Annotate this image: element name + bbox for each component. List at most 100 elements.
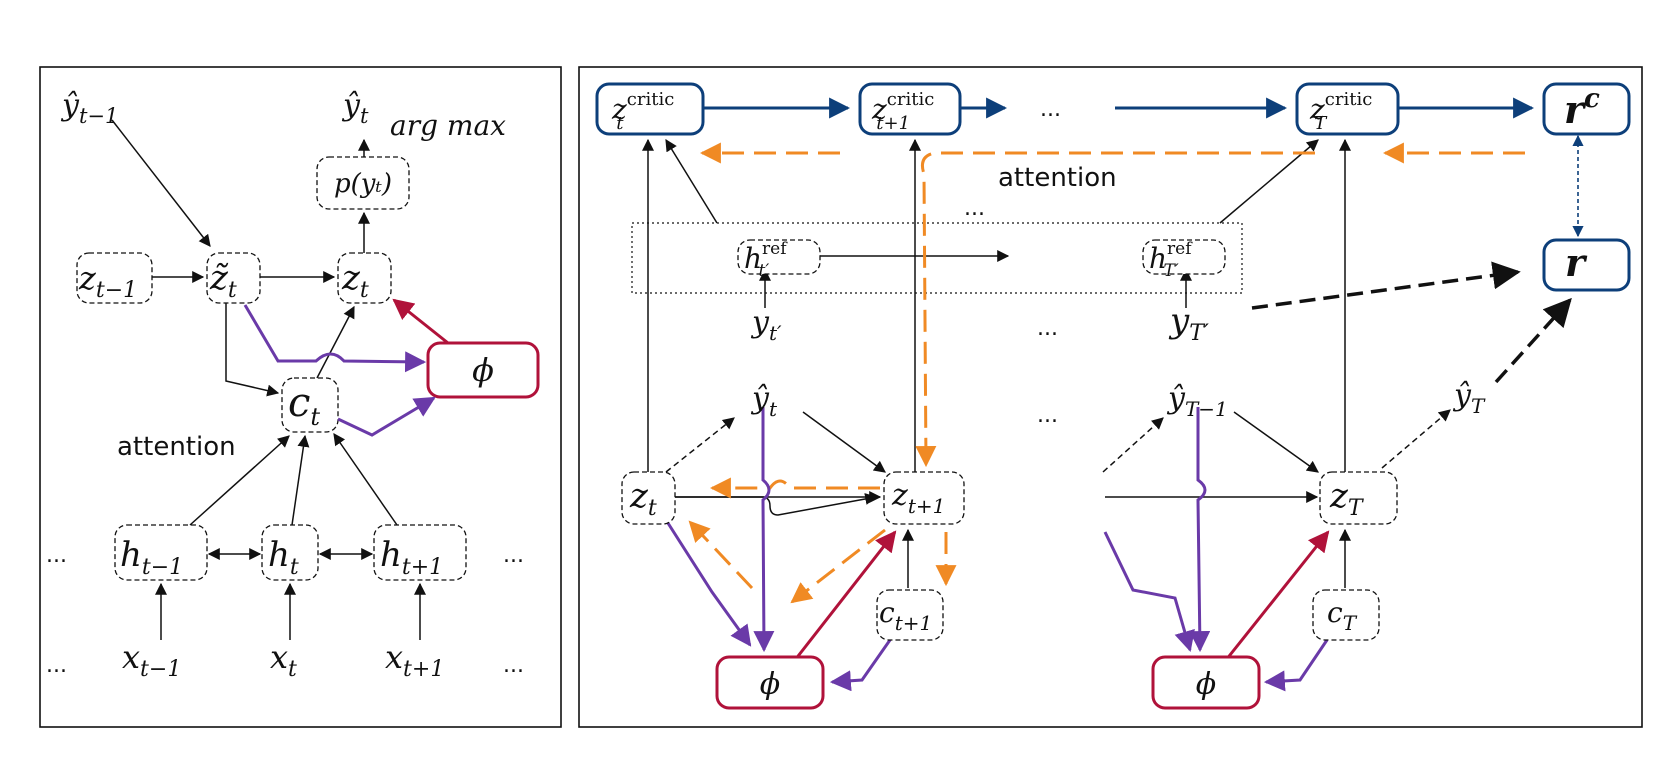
zt1-node-right	[883, 471, 965, 525]
yhat-Tm1-label: ŷT−1	[1166, 381, 1228, 421]
phi-node-right-2	[1151, 655, 1261, 710]
z-prev-label: zt−1	[78, 259, 137, 303]
edge-mid-yhatTm1	[1102, 417, 1164, 473]
phi-node-right-1	[715, 655, 825, 710]
r-node	[1542, 238, 1631, 292]
edge-ct-phi	[337, 396, 436, 437]
c-t-node	[281, 377, 339, 433]
ellipsis-h-left: ...	[46, 543, 67, 568]
edge-ct1-phi	[829, 639, 892, 692]
z-tilde-label: z̃t	[209, 258, 237, 303]
edge-cT-phi2	[1263, 639, 1329, 692]
edge-zt-zt1	[675, 493, 878, 516]
cT-node	[1312, 589, 1380, 641]
z-tilde-node	[206, 252, 261, 304]
h-next-node	[373, 524, 467, 581]
r-label: r	[1565, 240, 1588, 285]
x-t-label: xt	[270, 638, 297, 682]
z-critic-T-node	[1295, 82, 1400, 136]
ellipsis-h-right: ...	[503, 543, 524, 568]
p-yt-label: p(yₜ)	[334, 169, 392, 199]
edge-hnext-ct	[333, 433, 398, 526]
ct1-label: ct+1	[879, 596, 932, 635]
edge-phi-zt1	[793, 530, 897, 661]
attention-label-right: attention	[998, 163, 1117, 193]
edge-orange-zt1-zt	[709, 477, 880, 499]
z-t-label: zt	[341, 258, 369, 303]
right-panel-frame	[578, 66, 1643, 728]
yhat-T-label: ŷT	[1452, 378, 1486, 418]
edge-orange-phi-zt	[688, 520, 754, 590]
edge-ct-zt	[316, 305, 355, 379]
ellipsis-attn: ...	[964, 196, 985, 221]
edge-attn-zct	[665, 138, 718, 224]
phi-label-right-1: ϕ	[760, 667, 780, 702]
h-t-node	[261, 524, 319, 581]
edge-hprev-ct	[189, 435, 290, 526]
ellipsis-x-left: ...	[46, 653, 67, 678]
zT-node-right	[1319, 471, 1398, 525]
rc-node	[1542, 82, 1631, 136]
edge-ztilde-phi	[243, 304, 427, 373]
edge-yhatprev-ztilde	[111, 119, 211, 247]
edge-phi2-zT	[1224, 530, 1330, 661]
edge-ht-ct	[291, 434, 310, 526]
z-critic-t-node	[595, 82, 705, 136]
rc-label: rc	[1564, 84, 1600, 132]
left-panel-frame	[39, 66, 562, 728]
phi-label-left: ϕ	[472, 351, 494, 389]
edge-left-phi2	[1103, 531, 1195, 653]
edge-zt-phi	[664, 519, 752, 647]
z-critic-t1-node	[858, 82, 962, 136]
p-yt-node	[316, 156, 410, 210]
ellipsis-yhat: ...	[1037, 403, 1058, 428]
ellipsis-x-right: ...	[503, 653, 524, 678]
h-prev-node	[114, 524, 208, 581]
zt1-label-right: zt+1	[891, 478, 945, 518]
edge-orange-zt1-phi	[790, 528, 886, 604]
yhat-prev-label: ŷt−1	[60, 88, 118, 128]
argmax-label: arg max	[390, 109, 506, 142]
zt-node-right	[621, 471, 676, 525]
ellipsis-critic: ...	[1040, 97, 1061, 122]
edge-yhatT-r	[1494, 297, 1572, 384]
yhat-t-label-right: ŷt	[750, 381, 778, 421]
edge-orange-top-mid	[915, 151, 1315, 468]
zt-label-right: zt	[629, 476, 657, 521]
phi-label-right-2: ϕ	[1196, 667, 1216, 702]
edge-zT-yhatT	[1381, 409, 1451, 469]
attention-label-left: attention	[117, 432, 236, 462]
phi-node-left	[426, 341, 540, 399]
edge-yTref-r	[1251, 261, 1521, 310]
x-next-label: xt+1	[385, 638, 444, 682]
edge-zt-yhat	[665, 417, 735, 473]
yhat-t-label: ŷt	[341, 88, 369, 128]
h-t-label: ht	[268, 535, 299, 580]
zT-label-right: zT	[1329, 476, 1365, 521]
cT-label: cT	[1327, 596, 1358, 635]
z-prev-node	[76, 252, 153, 304]
ellipsis-yref: ...	[1037, 316, 1058, 341]
x-prev-label: xt−1	[122, 638, 181, 682]
href-T-node	[1142, 239, 1226, 275]
c-t-label: ct	[288, 380, 320, 431]
y-T-ref-label: yT′	[1168, 301, 1209, 346]
edge-yhatTm1-zT	[1233, 411, 1319, 473]
edge-yhat-zt1	[802, 411, 886, 473]
href-t-node	[737, 239, 821, 275]
h-prev-label: ht−1	[120, 535, 183, 580]
edge-yhat-phi	[753, 407, 775, 653]
ct1-node	[876, 589, 944, 641]
edge-yhatTm1-phi2	[1189, 407, 1211, 653]
edge-phi-zt	[392, 298, 449, 345]
y-t-ref-label: yt′	[750, 305, 782, 345]
z-t-node	[337, 252, 392, 304]
edge-ztilde-ct	[225, 303, 280, 397]
reference-region	[631, 222, 1243, 294]
